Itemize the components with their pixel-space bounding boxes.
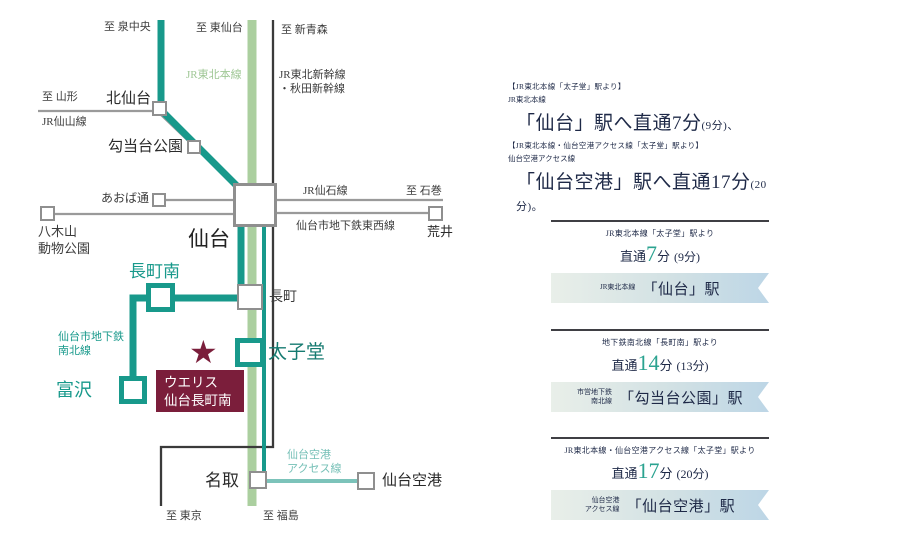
station-label-nagamachi: 長町 — [269, 290, 297, 305]
line-label-subway-namboku: 仙台市地下鉄 南北線 — [58, 330, 124, 359]
card-time: 直通7分(9分) — [551, 241, 769, 267]
card-route: 地下鉄南北線「長町南」駅より — [601, 338, 719, 347]
line-label-shinkansen: JR東北新幹線 ・秋田新幹線 — [279, 68, 346, 97]
card-time: 直通14分(13分) — [551, 350, 769, 376]
station-square-kita-sendai — [152, 101, 167, 116]
station-label-kita-sendai: 北仙台 — [106, 91, 152, 107]
access-main-2-paren: (20分)。 — [516, 179, 767, 213]
card-route: JR東北本線・仙台空港アクセス線「太子堂」駅より — [564, 446, 756, 455]
card-banner-line: 市営地下鉄 南北線 — [576, 387, 612, 405]
card-banner-line: 仙台空港 アクセス線 — [584, 495, 620, 513]
access-main-2: 「仙台空港」駅へ直通17分(20分)。 — [508, 167, 790, 216]
line-label-jr-tohoku-honsen: JR東北本線 — [186, 69, 242, 81]
station-label-taishido: 太子堂 — [268, 342, 326, 363]
station-label-yagiyama: 八木山 動物公園 — [38, 224, 90, 258]
line-label-jr-senzan: JR仙山線 — [42, 116, 87, 128]
card-time-paren: (9分) — [674, 250, 701, 264]
card-route: JR東北本線「太子堂」駅より — [605, 229, 715, 238]
access-caption-1: 【JR東北本線「太子堂」駅より】 — [508, 82, 626, 91]
line-label-airport-access-line2: アクセス線 — [287, 463, 342, 476]
direction-ishinomaki: 至 石巻 — [406, 185, 442, 197]
card-time-minutes: 17 — [637, 458, 660, 483]
station-label-kotodai-koen: 勾当台公園 — [108, 139, 184, 155]
direction-tokyo: 至 東京 — [166, 510, 202, 522]
card-time-prefix: 直通 — [611, 358, 638, 373]
line-subway-namboku-south — [129, 294, 252, 382]
card-banner-station: 「仙台空港」駅 — [626, 498, 736, 515]
card-time-prefix: 直通 — [619, 249, 646, 264]
station-square-arai — [428, 206, 443, 221]
direction-shin-aomori: 至 新青森 — [281, 24, 328, 36]
access-line-1: JR東北本線 — [508, 95, 546, 104]
station-square-nagamachi — [237, 284, 263, 310]
access-main-2-text: 「仙台空港」駅へ直通17分 — [516, 172, 751, 193]
card-time-paren: (13分) — [676, 359, 709, 373]
line-label-subway-tozai: 仙台市地下鉄東西線 — [296, 220, 395, 232]
card-banner-station: 「勾当台公園」駅 — [618, 390, 743, 407]
line-subway-namboku-north — [157, 20, 243, 192]
card-banner: JR東北本線 「仙台」駅 — [551, 273, 769, 303]
station-square-sendai-airport — [357, 472, 375, 490]
line-label-airport-access-line1: 仙台空港 — [287, 449, 331, 461]
card-time-unit: 分 — [659, 358, 673, 373]
card-time-unit: 分 — [657, 249, 671, 264]
line-label-subway-namboku-line1: 仙台市地下鉄 — [58, 331, 124, 343]
access-main-1-paren: (9分)、 — [701, 120, 739, 132]
line-label-jr-senseki: JR仙石線 — [303, 185, 348, 197]
access-main-1-text: 「仙台」駅へ直通7分 — [516, 113, 702, 134]
line-label-airport-access: 仙台空港 アクセス線 — [287, 448, 341, 477]
card-time-minutes: 7 — [646, 241, 657, 266]
station-square-sendai — [233, 183, 277, 227]
card-banner: 市営地下鉄 南北線 「勾当台公園」駅 — [551, 382, 769, 412]
access-card-sendai: JR東北本線「太子堂」駅より 直通7分(9分) JR東北本線 「仙台」駅 — [551, 220, 769, 303]
card-banner-line: JR東北本線 — [600, 283, 636, 292]
station-label-yagiyama-line1: 八木山 — [38, 224, 78, 239]
access-main-1: 「仙台」駅へ直通7分(9分)、 — [508, 108, 790, 135]
property-star-icon: ★ — [189, 333, 218, 371]
direction-fukushima: 至 福島 — [263, 510, 299, 522]
card-banner: 仙台空港 アクセス線 「仙台空港」駅 — [551, 490, 769, 520]
station-label-natori: 名取 — [205, 471, 239, 490]
station-label-arai: 荒井 — [427, 224, 454, 239]
station-label-yagiyama-line2: 動物公園 — [38, 240, 91, 256]
line-label-subway-namboku-line2: 南北線 — [58, 345, 91, 358]
station-square-tomizawa — [119, 376, 147, 404]
line-shinkansen — [159, 20, 275, 506]
card-time-minutes: 14 — [637, 350, 660, 375]
direction-izumi-chuo: 至 泉中央 — [104, 21, 151, 33]
station-square-nagamachi-minami — [146, 283, 175, 312]
property-name-line2: 仙台長町南 — [164, 393, 232, 409]
direction-yamagata: 至 山形 — [42, 91, 78, 103]
access-card-sendai-airport: JR東北本線・仙台空港アクセス線「太子堂」駅より 直通17分(20分) 仙台空港… — [551, 437, 769, 520]
access-summary: 【JR東北本線「太子堂」駅より】 JR東北本線 「仙台」駅へ直通7分(9分)、 … — [508, 81, 790, 216]
property-name-box: ウエリス 仙台長町南 — [156, 370, 244, 412]
route-map-lines — [38, 20, 443, 506]
direction-higashi-sendai: 至 東仙台 — [196, 22, 243, 34]
station-label-sendai: 仙台 — [188, 227, 230, 251]
station-square-natori — [249, 471, 267, 489]
station-square-aobadori — [152, 193, 166, 207]
station-square-taishido — [235, 338, 265, 367]
line-label-shinkansen-line1: JR東北新幹線 — [279, 69, 346, 81]
card-time-prefix: 直通 — [611, 466, 638, 481]
access-card-kotodai-koen: 地下鉄南北線「長町南」駅より 直通14分(13分) 市営地下鉄 南北線 「勾当台… — [551, 329, 769, 412]
station-square-kotodai-koen — [187, 140, 201, 154]
card-time-unit: 分 — [659, 466, 673, 481]
station-label-nagamachi-minami: 長町南 — [129, 262, 180, 281]
station-square-yagiyama — [40, 206, 55, 221]
card-time-paren: (20分) — [676, 467, 709, 481]
station-label-sendai-airport: 仙台空港 — [382, 473, 443, 489]
station-label-aobadori: あおば通 — [101, 191, 150, 205]
station-label-tomizawa: 富沢 — [56, 380, 92, 400]
line-label-shinkansen-line2: ・秋田新幹線 — [279, 83, 345, 96]
card-banner-station: 「仙台」駅 — [642, 281, 720, 298]
property-name-line1: ウエリス — [164, 375, 218, 390]
access-line-2: 仙台空港アクセス線 — [508, 154, 576, 163]
access-caption-2: 【JR東北本線・仙台空港アクセス線「太子堂」駅より】 — [508, 141, 704, 150]
card-time: 直通17分(20分) — [551, 458, 769, 484]
